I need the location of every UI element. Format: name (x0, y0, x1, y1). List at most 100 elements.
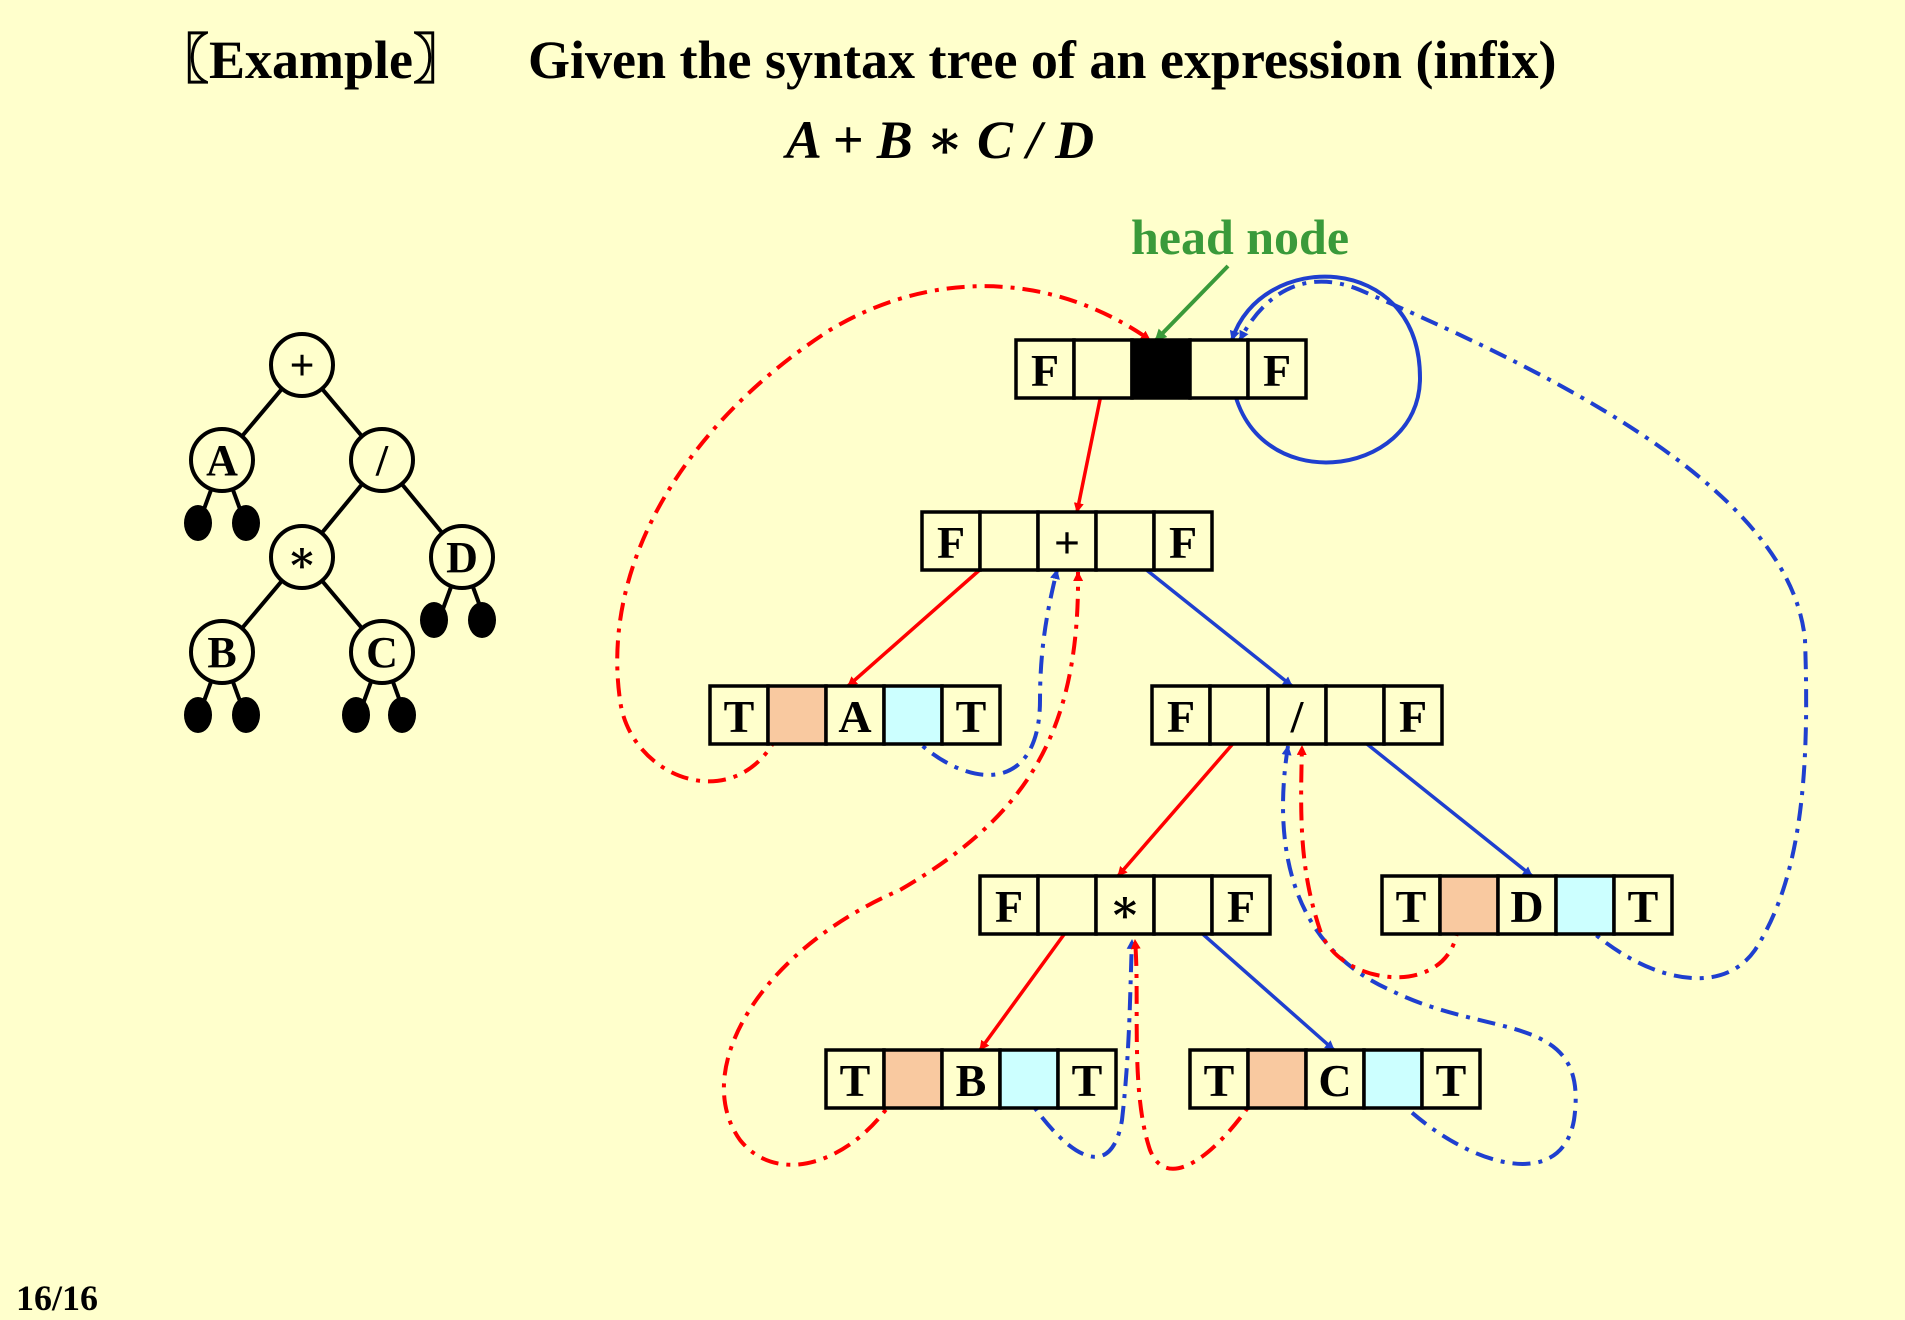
right-thread-C (1281, 745, 1578, 1166)
right-tag-label: T (1628, 881, 1659, 932)
data-cell (1130, 338, 1192, 400)
data-label: / (1290, 691, 1305, 742)
tree-node-div: / (349, 427, 415, 493)
left-tag-label: T (1396, 881, 1427, 932)
tree-node-circle (189, 427, 255, 493)
tree-node-circle (349, 619, 415, 685)
right-tag-cell (1056, 1048, 1118, 1110)
right-tag-cell (1420, 1048, 1482, 1110)
right-thread-D (1238, 279, 1809, 981)
null-leaf (468, 602, 496, 638)
left-child-pointer (1116, 722, 1252, 878)
data-label: ∗ (1109, 881, 1141, 932)
tree-node-circle (349, 427, 415, 493)
tree-node-label: + (289, 341, 314, 390)
data-cell (1496, 874, 1558, 936)
right-tag-label: T (956, 691, 987, 742)
data-cell (1094, 874, 1156, 936)
record-node-mul: F ∗ F (978, 874, 1272, 936)
thread-pointers (615, 279, 1809, 1171)
right-tag-label: T (1436, 1055, 1467, 1106)
tree-node-D: D (429, 524, 495, 590)
left-thread-C (1130, 939, 1264, 1171)
left-link-cell (1036, 874, 1098, 936)
right-thread-B (1018, 939, 1137, 1159)
data-label: A (838, 691, 871, 742)
tree-node-C: C (349, 619, 415, 685)
right-tag-label: T (1072, 1055, 1103, 1106)
right-thread-A (902, 569, 1060, 777)
head-node-label: head node (1131, 209, 1349, 265)
right-link-cell (1554, 874, 1616, 936)
tree-node-circle (429, 524, 495, 590)
null-leaf (184, 505, 212, 541)
data-label: + (1054, 517, 1080, 568)
title-tag: 〖Example〗 (155, 30, 467, 90)
left-tag-cell (978, 874, 1040, 936)
right-tag-cell (1152, 510, 1214, 572)
left-tag-label: F (995, 881, 1023, 932)
right-tag-cell (1382, 684, 1444, 746)
head-node-pointer (1154, 264, 1230, 342)
slide-title: Given the syntax tree of an expression (… (528, 30, 1556, 90)
right-tag-label: F (1399, 691, 1427, 742)
tree-node-label: ∗ (287, 533, 317, 582)
syntax-tree-nodes: + A / ∗ D B C (189, 332, 495, 685)
left-tag-cell (708, 684, 770, 746)
null-leaf (232, 697, 260, 733)
record-node-plus: F + F (920, 510, 1214, 572)
left-link-cell (766, 684, 828, 746)
right-child-pointer (1122, 550, 1294, 688)
tree-node-plus: + (269, 332, 335, 398)
tree-node-label: B (207, 628, 236, 677)
left-thread-D (1296, 745, 1461, 980)
left-tag-cell (824, 1048, 886, 1110)
right-link-cell (882, 684, 944, 746)
left-link-cell (978, 510, 1040, 572)
null-leaf (232, 505, 260, 541)
left-tag-label: T (724, 691, 755, 742)
right-link-cell (1188, 338, 1250, 400)
tree-node-label: A (206, 436, 238, 485)
data-cell (824, 684, 886, 746)
null-leaf (420, 602, 448, 638)
right-tag-label: F (1263, 345, 1291, 396)
null-leaf (388, 697, 416, 733)
data-label: C (1318, 1055, 1351, 1106)
right-link-cell (1094, 510, 1156, 572)
child-pointers (846, 274, 1534, 1052)
tree-node-circle (189, 619, 255, 685)
right-link-cell (1362, 1048, 1424, 1110)
left-tag-label: T (840, 1055, 871, 1106)
right-link-cell (1152, 874, 1214, 936)
right-child-pointer (1340, 722, 1534, 878)
null-leaf (184, 697, 212, 733)
left-child-pointer (1073, 379, 1106, 513)
tree-node-B: B (189, 619, 255, 685)
right-tag-cell (1612, 874, 1674, 936)
left-tag-cell (920, 510, 982, 572)
null-leaves (184, 505, 496, 733)
left-link-cell (1438, 874, 1500, 936)
left-tag-label: F (937, 517, 965, 568)
data-cell (1036, 510, 1098, 572)
head-self-loop (1229, 274, 1423, 465)
data-label: D (1510, 881, 1543, 932)
tree-node-label: D (446, 533, 478, 582)
tree-node-label: / (375, 436, 389, 485)
right-tag-label: F (1169, 517, 1197, 568)
right-tag-label: F (1227, 881, 1255, 932)
left-tag-label: F (1167, 691, 1195, 742)
data-label: B (956, 1055, 987, 1106)
left-child-pointer (978, 916, 1078, 1052)
null-leaf (342, 697, 370, 733)
tree-node-A: A (189, 427, 255, 493)
right-tag-cell (1246, 338, 1308, 400)
tree-node-mul: ∗ (269, 524, 335, 590)
right-child-pointer (1178, 912, 1336, 1052)
tree-node-circle (269, 332, 335, 398)
